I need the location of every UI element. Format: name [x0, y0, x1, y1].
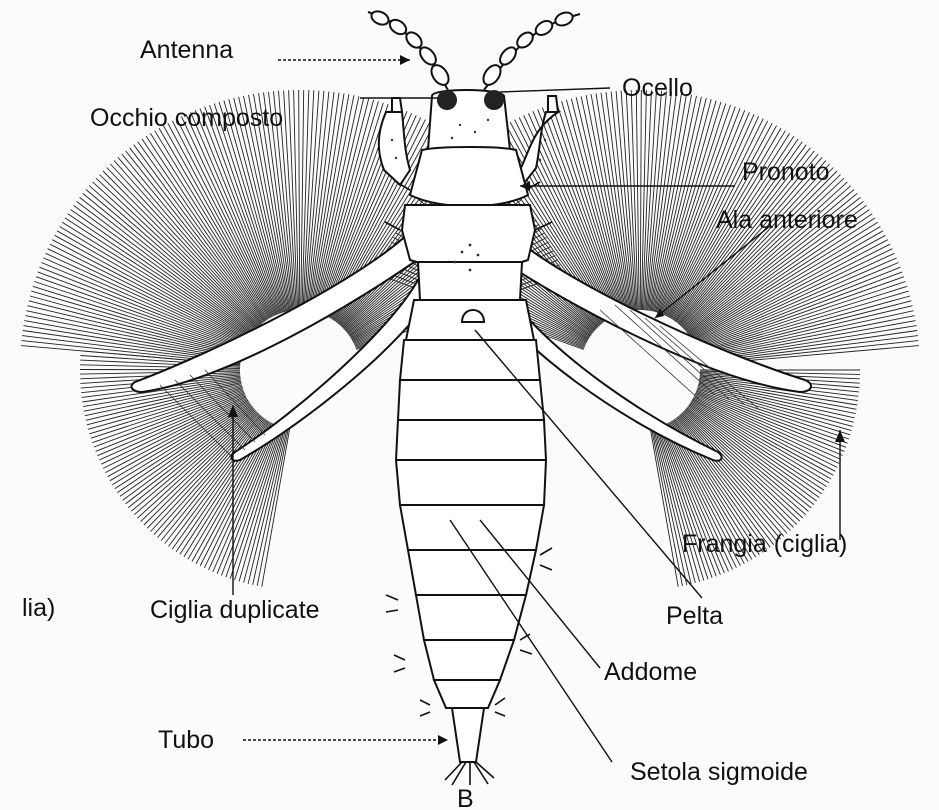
label-pronoto: Pronoto — [742, 160, 830, 185]
label-antenna: Antenna — [140, 38, 233, 63]
label-addome: Addome — [604, 660, 697, 685]
label-ala-anteriore: Ala anteriore — [716, 208, 858, 233]
label-ocello: Ocello — [622, 76, 693, 101]
antennae — [368, 9, 580, 90]
pelta-plate — [462, 310, 484, 322]
label-occhio-composto: Occhio composto — [90, 106, 283, 131]
label-pelta: Pelta — [666, 604, 723, 629]
terminal-setae — [445, 762, 494, 785]
pronotum — [410, 147, 528, 206]
label-frangia: Frangia (ciglia) — [682, 532, 847, 557]
label-ciglia-cut: lia) — [22, 596, 55, 621]
label-setola-sigmoide: Setola sigmoide — [630, 760, 808, 785]
left-compound-eye — [437, 90, 457, 110]
abdomen — [396, 300, 546, 708]
figure-letter: B — [457, 787, 474, 810]
tube — [452, 708, 484, 762]
label-ciglia-duplicate: Ciglia duplicate — [150, 598, 320, 623]
label-tubo: Tubo — [158, 728, 214, 753]
mesothorax — [402, 205, 535, 268]
right-compound-eye — [484, 90, 504, 110]
